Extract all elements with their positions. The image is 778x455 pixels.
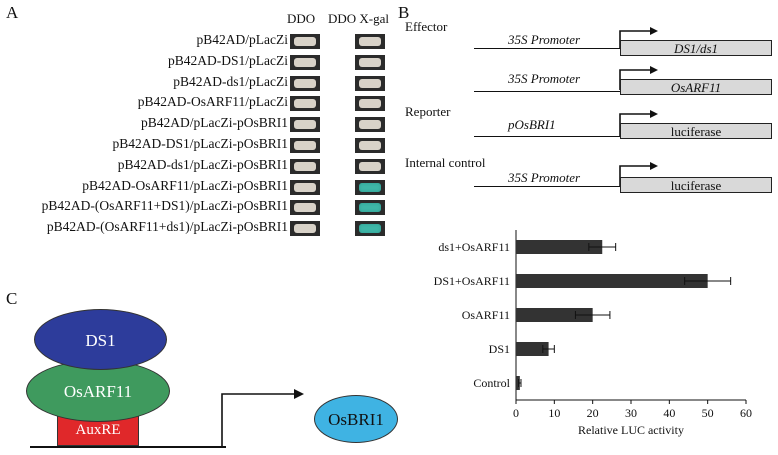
ddo-spot-cell xyxy=(290,221,320,237)
ddo-xgal-spot xyxy=(359,141,381,150)
panel-letter-c: C xyxy=(6,289,18,308)
ddo-xgal-spot-cell xyxy=(355,96,385,112)
y2h-row-label: pB42AD-DS1/pLacZi xyxy=(168,52,288,68)
internal-promoter: 35S Promoter xyxy=(508,170,581,185)
effector1-line xyxy=(474,48,620,49)
category-label: OsARF11 xyxy=(462,308,510,322)
ddo-spot-cell xyxy=(290,54,320,70)
ddo-spot-cell xyxy=(290,158,320,174)
effector2-promoter: 35S Promoter xyxy=(508,71,581,86)
x-tick-label: 10 xyxy=(548,406,560,420)
ddo-spot xyxy=(294,224,316,234)
ddo-spot-cell xyxy=(290,138,320,153)
ddo-xgal-spot-cell xyxy=(355,75,385,91)
ddo-xgal-spot xyxy=(359,161,381,171)
category-label: ds1+OsARF11 xyxy=(438,240,510,254)
effector1-gene-box: DS1/ds1 xyxy=(620,40,772,56)
y2h-row-label: pB42AD/pLacZi-pOsBRI1 xyxy=(141,115,288,131)
x-tick-label: 60 xyxy=(740,406,752,420)
ddo-spot xyxy=(294,182,316,192)
ddo-column-header: DDO xyxy=(287,11,316,26)
ddo-xgal-spot xyxy=(359,99,381,109)
bar xyxy=(516,342,549,356)
ddo-xgal-spot xyxy=(359,57,381,67)
ddo-xgal-spot-cell xyxy=(355,200,385,216)
effector2-line xyxy=(474,91,620,92)
y2h-row-label: pB42AD-(OsARF11+DS1)/pLacZi-pOsBRI1 xyxy=(41,198,288,214)
ddo-spot xyxy=(294,141,316,150)
y2h-row-label: pB42AD-ds1/pLacZi-pOsBRI1 xyxy=(117,156,288,172)
bar xyxy=(516,376,520,390)
luc-activity-chart: 0 10 20 30 40 50 60 ds1+OsARF11DS1+OsARF11OsARF… xyxy=(434,230,752,437)
reporter-title: Reporter xyxy=(405,104,451,119)
panel-letter-b: B xyxy=(398,3,410,22)
effector1-promoter: 35S Promoter xyxy=(508,32,581,47)
ddo-spot xyxy=(294,120,316,130)
reporter-line xyxy=(474,136,620,137)
bar xyxy=(516,308,593,322)
ddo-xgal-spot-cell xyxy=(355,221,385,237)
ddo-xgal-spot-cell xyxy=(355,158,385,174)
y2h-row-label: pB42AD-ds1/pLacZi xyxy=(173,73,288,89)
ddo-xgal-spot xyxy=(359,224,381,234)
ddo-xgal-spot xyxy=(359,203,381,213)
internal-gene-box: luciferase xyxy=(620,177,772,193)
y2h-row-label: pB42AD-OsARF11/pLacZi-pOsBRI1 xyxy=(82,177,288,193)
category-label: Control xyxy=(473,376,510,390)
ddo-xgal-spot-cell xyxy=(355,179,385,195)
reporter-gene-box: luciferase xyxy=(620,123,772,139)
ddo-spot xyxy=(294,203,316,213)
ds1-protein: DS1 xyxy=(34,309,167,370)
y2h-row-label: pB42AD-OsARF11/pLacZi xyxy=(137,94,288,110)
osarf11-protein: OsARF11 xyxy=(26,360,170,422)
category-label: DS1+OsARF11 xyxy=(434,274,510,288)
category-label: DS1 xyxy=(489,342,510,356)
effector2-gene-box: OsARF11 xyxy=(620,79,772,95)
ddo-spot xyxy=(294,78,316,88)
x-tick-label: 50 xyxy=(702,406,714,420)
x-tick-label: 20 xyxy=(587,406,599,420)
osbri1-gene: OsBRI1 xyxy=(314,395,398,443)
effector-title: Effector xyxy=(405,19,448,34)
bar xyxy=(516,274,708,288)
transcription-start-arrow xyxy=(221,389,304,446)
ddo-spot-cell xyxy=(290,75,320,91)
panel-letter-a: A xyxy=(6,3,19,22)
internal-line xyxy=(474,186,620,187)
y2h-row-label: pB42AD/pLacZi xyxy=(196,32,288,47)
x-tick-label: 0 xyxy=(513,406,519,420)
x-tick-label: 30 xyxy=(625,406,637,420)
ddo-spot xyxy=(294,57,316,67)
ddo-xgal-spot-cell xyxy=(355,117,385,133)
ddo-spot-cell xyxy=(290,117,320,133)
ddo-spot-cell xyxy=(290,200,320,216)
x-axis-label: Relative LUC activity xyxy=(578,423,684,437)
ddo-xgal-spot-cell xyxy=(355,54,385,70)
y2h-row-label: pB42AD-(OsARF11+ds1)/pLacZi-pOsBRI1 xyxy=(46,219,288,235)
ddo-spot-cell xyxy=(290,34,320,49)
internal-control-title: Internal control xyxy=(405,155,486,170)
ddo-spot xyxy=(294,161,316,171)
x-tick-label: 40 xyxy=(663,406,675,420)
bar xyxy=(516,240,603,254)
ddo-xgal-spot-cell xyxy=(355,138,385,153)
ddo-xgal-spot xyxy=(359,120,381,130)
ddo-xgal-column-header: DDO X-gal xyxy=(328,11,390,26)
ddo-spot xyxy=(294,37,316,46)
y2h-row-label: pB42AD-DS1/pLacZi-pOsBRI1 xyxy=(112,136,289,151)
ddo-xgal-spot xyxy=(359,182,381,192)
ddo-spot-cell xyxy=(290,179,320,195)
promoter-dna-line xyxy=(30,446,226,448)
ddo-spot-cell xyxy=(290,96,320,112)
ddo-xgal-spot xyxy=(359,37,381,46)
reporter-promoter: pOsBRI1 xyxy=(508,117,556,132)
ddo-xgal-spot xyxy=(359,78,381,88)
ddo-spot xyxy=(294,99,316,109)
ddo-xgal-spot-cell xyxy=(355,34,385,49)
